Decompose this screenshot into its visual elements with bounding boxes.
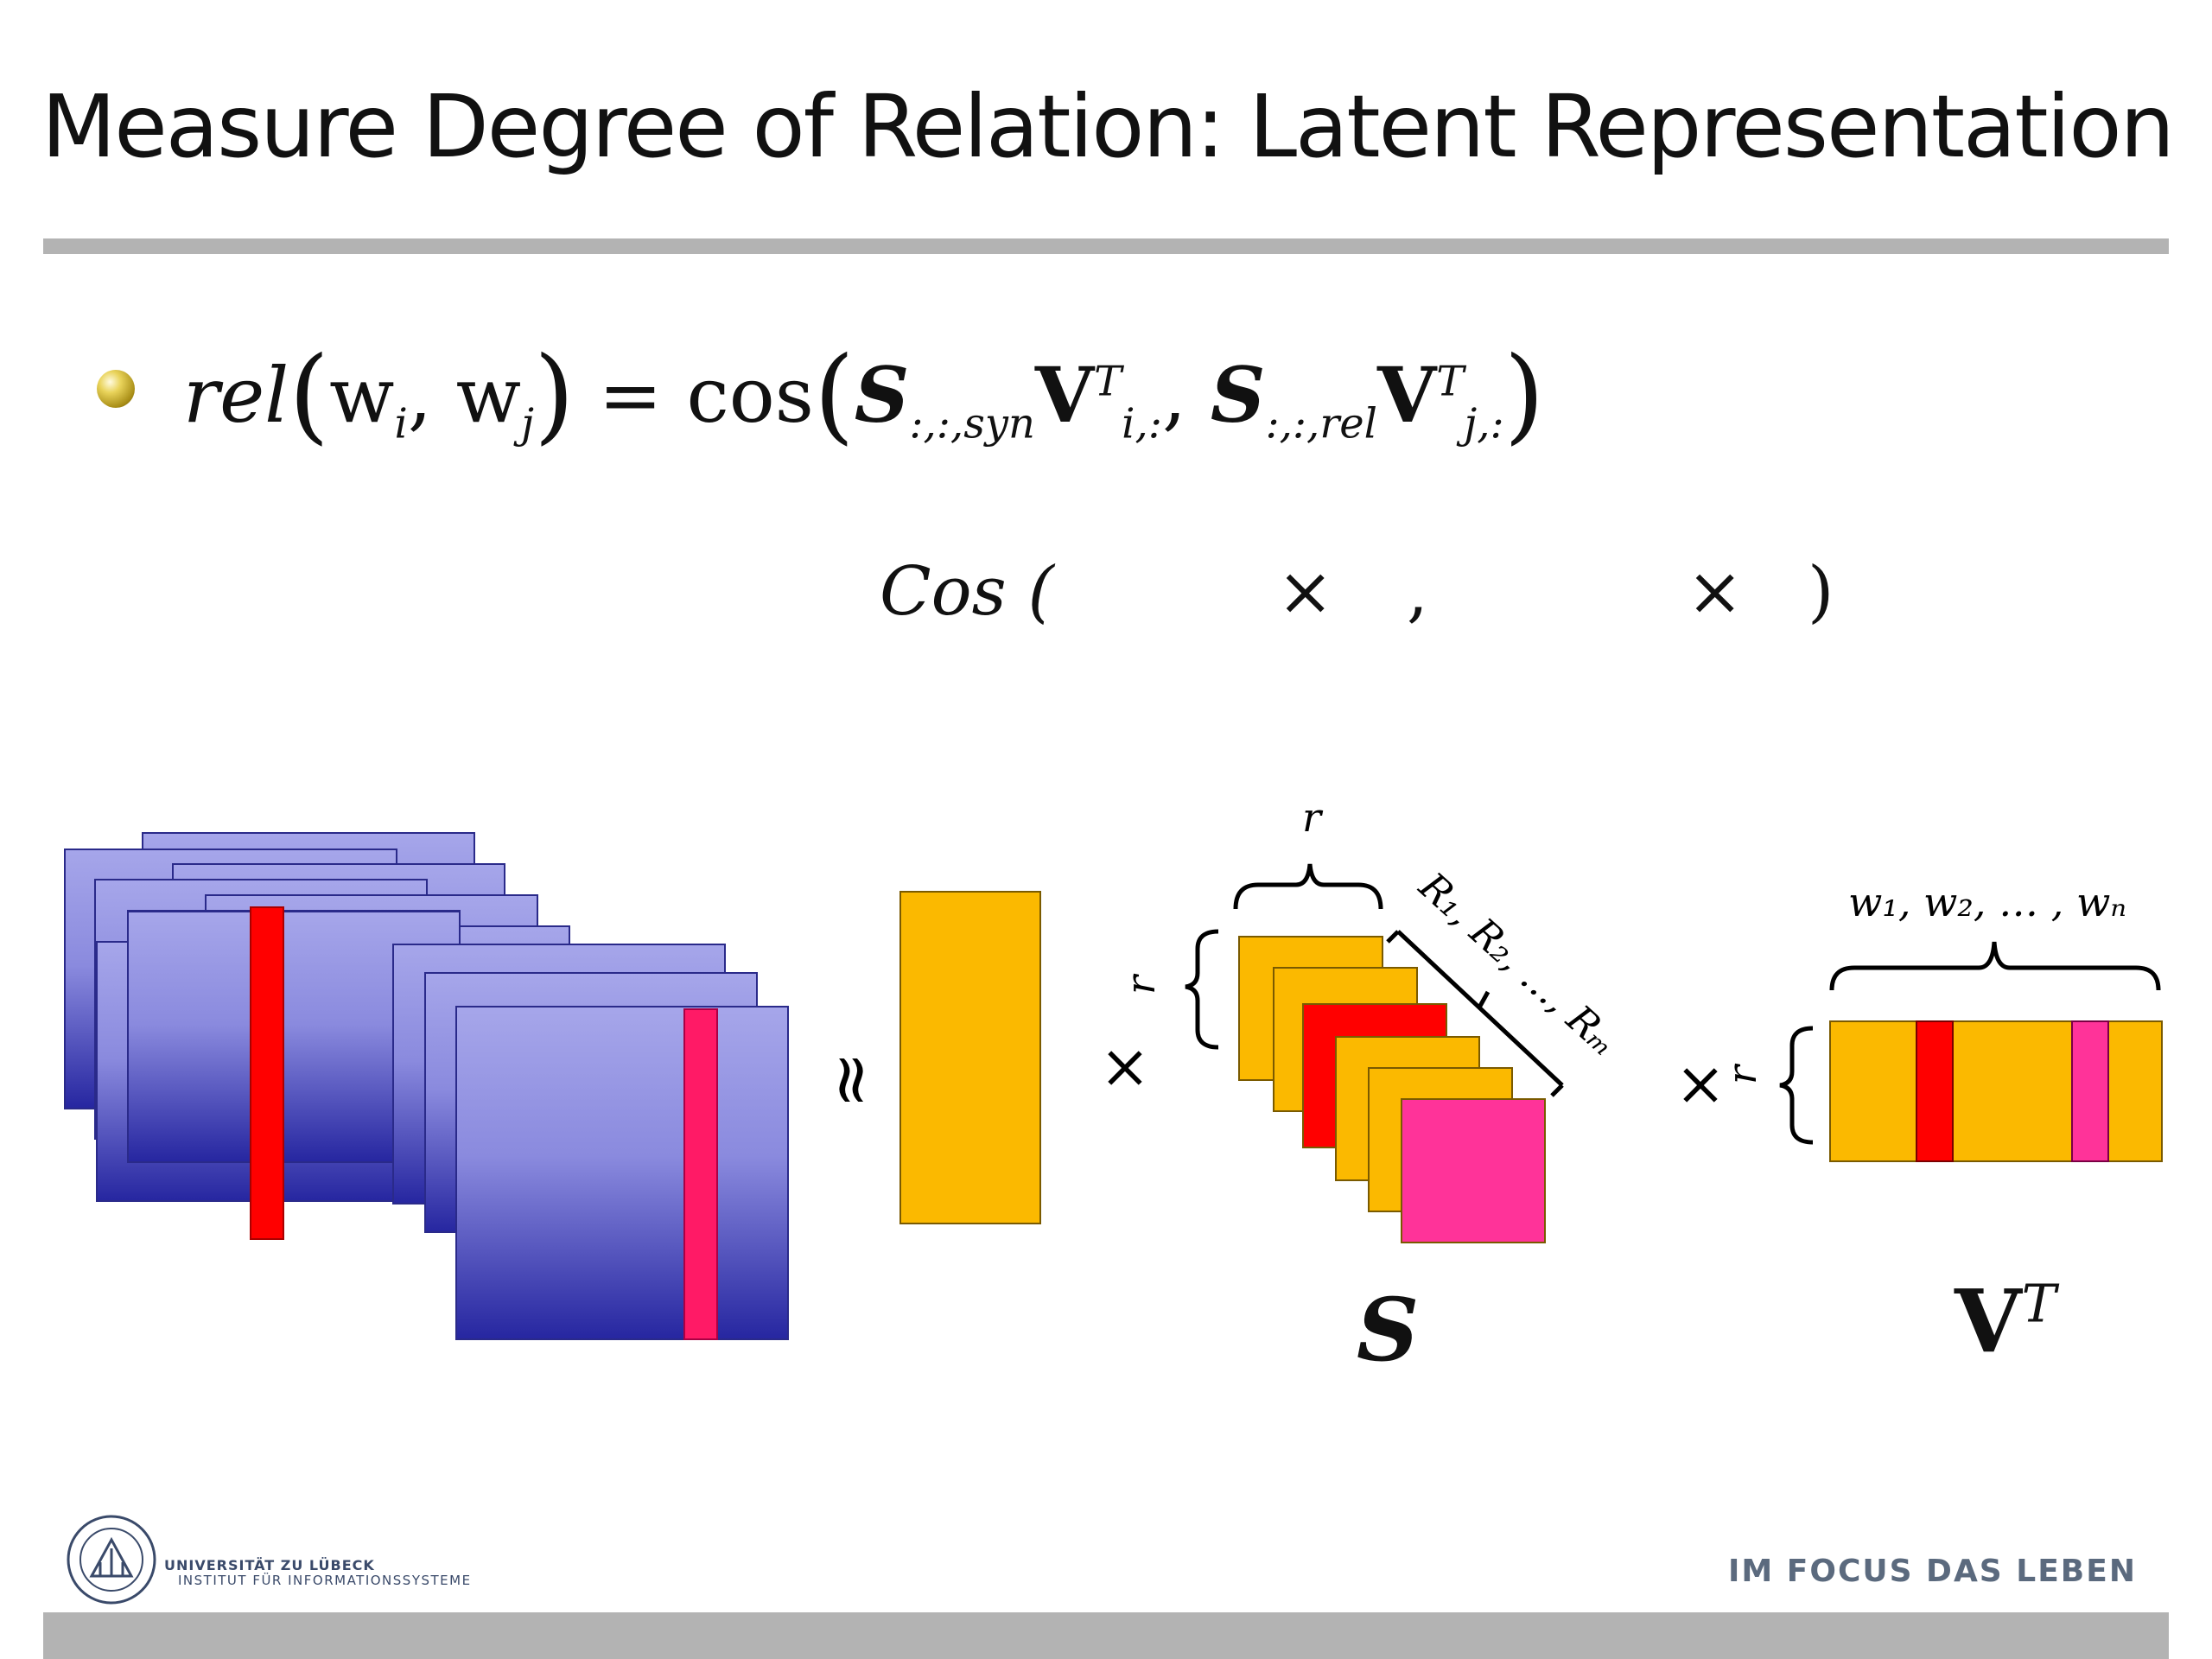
formula-i: i (394, 400, 407, 448)
relation-formula: rel(wi, wj) = cos(S:,:,synVTi,:, S:,:,re… (183, 335, 1544, 455)
cos-expression: Cos ( × , × ) (0, 536, 2212, 657)
core-tensor-s (1239, 937, 1545, 1243)
footer-motto: IM FOCUS DAS LEBEN (1728, 1554, 2137, 1589)
formula-t1: T (1094, 358, 1122, 406)
brace-vt-top (1832, 942, 2158, 990)
tensor-slices (65, 833, 788, 1339)
red-column-highlight (251, 907, 283, 1239)
comma-symbol: , (1407, 553, 1428, 631)
vt-label-sup: T (2022, 1274, 2056, 1335)
close-paren: ) (1808, 553, 1834, 631)
formula-sub-j: j,: (1464, 400, 1503, 448)
title-divider (43, 238, 2169, 254)
university-seal-icon (66, 1514, 157, 1605)
times-s: × (1100, 1031, 1151, 1102)
institute-name: INSTITUT FÜR INFORMATIONSSYSTEME (178, 1573, 472, 1588)
formula-t2: T (1436, 358, 1464, 406)
brace-s-left (1185, 931, 1218, 1047)
s-slice-rel (1402, 1099, 1545, 1243)
formula-cos: cos (687, 351, 814, 440)
formula-sub-rel: :,:,rel (1265, 400, 1377, 448)
cos-open: Cos ( (880, 553, 1054, 631)
pink-column-highlight (684, 1009, 717, 1339)
vt-label: VT (1955, 1270, 2056, 1372)
formula-w: w (329, 351, 394, 440)
approx-symbol: ≈ (813, 1051, 893, 1109)
words-label: w₁, w₂, … , wₙ (1848, 879, 2126, 925)
times-symbol-1: × (1277, 553, 1333, 631)
slide-title: Measure Degree of Relation: Latent Repre… (41, 76, 2173, 177)
vt-column-i (1916, 1021, 1953, 1161)
tensor-factorization-diagram: ≈ × r r R₁, R₂, …, Rₘ × r w₁, w₂, … , wₙ (0, 778, 2212, 1452)
bullet-icon (97, 370, 135, 408)
formula-v2: V (1377, 350, 1436, 440)
times-symbol-2: × (1687, 553, 1743, 631)
tensor-slice (456, 1007, 788, 1339)
r-label-vt: r (1719, 1063, 1765, 1084)
formula-s2: S (1211, 350, 1266, 440)
factor-matrix-vt (1830, 1021, 2162, 1161)
formula-sub-syn: :,:,syn (909, 400, 1035, 448)
r-label-s-left: r (1117, 973, 1164, 995)
vt-column-j (2072, 1021, 2108, 1161)
footer-bar (43, 1612, 2169, 1659)
s-label: S (1357, 1279, 1419, 1381)
factor-matrix-a (900, 892, 1040, 1224)
formula-j: j (521, 400, 534, 448)
brace-vt-left (1780, 1028, 1813, 1142)
formula-v1: V (1035, 350, 1094, 440)
university-name: UNIVERSITÄT ZU LÜBECK (164, 1557, 375, 1573)
vt-label-base: V (1955, 1270, 2022, 1372)
formula-rel: rel (183, 351, 289, 440)
formula-sub-i: i,: (1122, 400, 1162, 448)
r-label-s-top: r (1302, 794, 1324, 841)
formula-s1: S (855, 350, 910, 440)
formula-w2: w (456, 351, 521, 440)
brace-s-top (1236, 864, 1381, 909)
